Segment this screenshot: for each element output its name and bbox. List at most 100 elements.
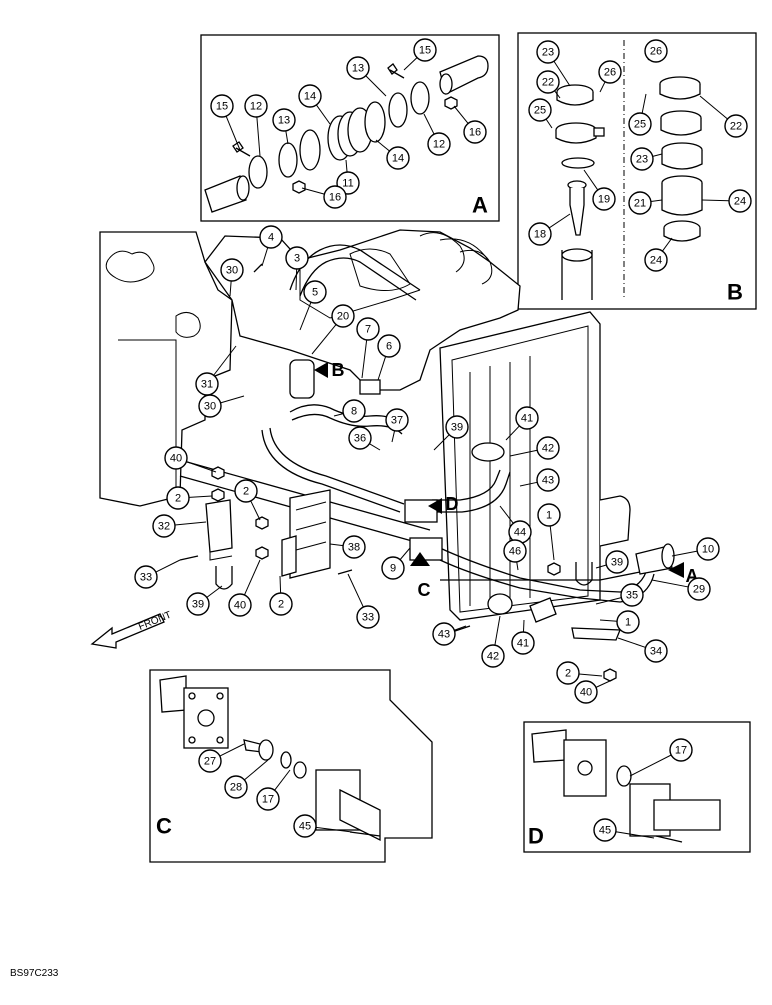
callout-31: 31 [195, 372, 219, 396]
callout-7: 7 [356, 317, 380, 341]
callout-circle [244, 94, 268, 118]
callout-label: 39 [192, 599, 204, 611]
callout-23: 23 [630, 147, 654, 171]
callout-circle [536, 40, 560, 64]
callout-circle [598, 60, 622, 84]
leader-line [347, 573, 364, 608]
callout-label: 42 [487, 651, 499, 663]
leader-line [329, 543, 344, 547]
callout-circle [593, 818, 617, 842]
callout-label: 6 [386, 341, 392, 353]
leader-line [186, 461, 217, 473]
leader-line [516, 561, 519, 571]
callout-circle [724, 114, 748, 138]
callout-circle [463, 120, 487, 144]
leader-line [509, 449, 538, 457]
callout-circle [228, 593, 252, 617]
callout-label: 11 [342, 178, 353, 190]
leader-line [599, 81, 606, 93]
callout-circle [385, 408, 409, 432]
callout-circle [166, 486, 190, 510]
callout-label: 41 [521, 413, 533, 425]
leader-line [377, 356, 387, 381]
leader-line [641, 93, 647, 114]
leader-line [274, 769, 291, 791]
inset-d-letter: D [528, 824, 544, 849]
leader-line [244, 759, 269, 781]
callout-circle [346, 56, 370, 80]
callout-circle [413, 38, 437, 62]
callout-label: 30 [204, 401, 216, 413]
callout-circle [342, 399, 366, 423]
leader-line [250, 500, 261, 521]
arrow-b-letter: B [332, 360, 345, 380]
callout-label: 27 [204, 756, 216, 768]
callout-32: 32 [152, 514, 176, 538]
callout-43: 43 [432, 622, 456, 646]
callout-13: 13 [346, 56, 370, 80]
callout-circle [511, 631, 535, 655]
callout-label: 28 [230, 782, 242, 794]
leader-line [545, 118, 553, 129]
callout-label: 2 [175, 493, 181, 505]
leader-line [174, 521, 207, 526]
callout-18: 18 [528, 222, 552, 246]
callout-circle [224, 775, 248, 799]
callout-circle [386, 146, 410, 170]
callout-label: 33 [362, 612, 374, 624]
callout-label: 42 [542, 443, 554, 455]
callout-label: 26 [650, 46, 662, 58]
callout-19: 19 [592, 187, 616, 211]
callout-circle [503, 539, 527, 563]
callout-circle [644, 639, 668, 663]
callout-label: 20 [337, 311, 349, 323]
leader-line [453, 105, 469, 124]
leader-line [701, 199, 730, 202]
callout-40: 40 [574, 680, 598, 704]
inset-c: C [149, 669, 433, 863]
leader-line [213, 345, 237, 376]
callout-circle [432, 622, 456, 646]
callout-label: 21 [634, 198, 646, 210]
leader-line [225, 115, 241, 151]
leader-line [206, 585, 223, 598]
callout-23: 23 [536, 40, 560, 64]
callout-label: 7 [365, 324, 371, 336]
callout-4: 4 [259, 225, 283, 249]
callout-6: 6 [377, 334, 401, 358]
callout-circle [152, 514, 176, 538]
leader-line [333, 413, 344, 417]
callout-circle [348, 426, 372, 450]
callout-35: 35 [620, 583, 644, 607]
callout-circle [269, 592, 293, 616]
leader-line [553, 60, 571, 87]
callout-label: 45 [299, 821, 311, 833]
leader-line [315, 104, 331, 125]
leader-line [583, 169, 599, 191]
leader-line [399, 547, 411, 560]
callout-2: 2 [556, 661, 580, 685]
callout-39: 39 [186, 592, 210, 616]
callout-circle [445, 415, 469, 439]
callout-circle [186, 592, 210, 616]
main-assembly: B D C A FRONT [90, 229, 699, 682]
callout-label: 17 [262, 794, 274, 806]
callout-circle [427, 132, 451, 156]
inset-a: A [200, 34, 500, 222]
callout-label: 19 [598, 194, 610, 206]
leader-lines [155, 57, 730, 839]
leader-line [391, 430, 396, 443]
callout-22: 22 [536, 70, 560, 94]
callout-3: 3 [285, 246, 309, 270]
callout-label: 38 [348, 542, 360, 554]
leader-line [494, 615, 501, 646]
callout-39: 39 [605, 550, 629, 574]
callout-circle [377, 334, 401, 358]
callout-circle [323, 185, 347, 209]
callout-circle [528, 98, 552, 122]
callout-label: 40 [580, 687, 592, 699]
leader-line [549, 525, 555, 561]
leader-line [375, 139, 390, 152]
leader-line [505, 425, 520, 441]
callout-circle [574, 680, 598, 704]
